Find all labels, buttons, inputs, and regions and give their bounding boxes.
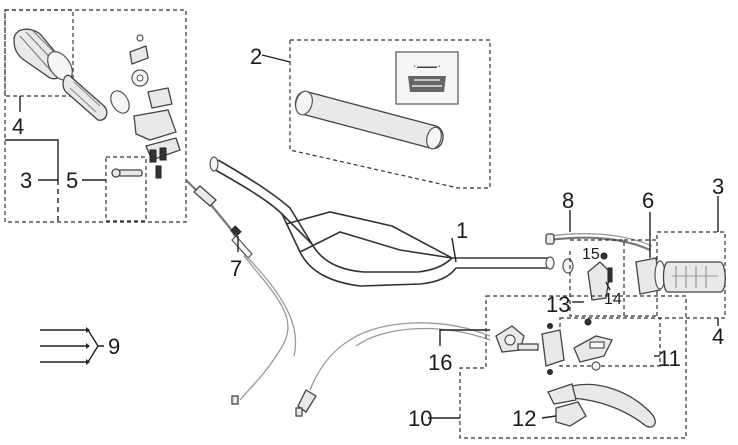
callout-4-left: 4 [12,114,24,139]
callout-7: 7 [230,256,242,281]
kill-switch-wiring [545,233,653,251]
callout-numbers: 1 2 3 3 4 4 5 6 7 8 9 10 11 12 13 14 15 … [12,44,724,431]
start-switch-assembly [569,239,625,317]
callout-3-left: 3 [20,168,32,193]
callout-13: 13 [546,292,570,317]
handlebar [209,156,574,287]
clutch-perch [495,318,592,375]
handlebar-pad [294,90,444,150]
svg-text:• ▬▬▬▬ •: • ▬▬▬▬ • [414,64,441,70]
callout-10: 10 [408,406,432,431]
throttle-assembly-box [4,9,187,223]
throttle-grip [13,28,73,81]
bolt-set [40,327,104,365]
clutch-lever-assembly [459,295,687,439]
callout-14: 14 [604,291,622,308]
callout-9: 9 [108,334,120,359]
callout-12: 12 [512,406,536,431]
callout-3-right: 3 [712,174,724,199]
switch-housing [635,257,666,295]
callout-6: 6 [642,188,654,213]
leader-lines [5,54,719,419]
handlebar-pad-assembly: • ▬▬▬▬ • [289,39,491,189]
callout-5: 5 [66,168,78,193]
callout-8: 8 [562,188,574,213]
throttle-tube [62,74,130,121]
callout-4-right: 4 [712,324,724,349]
right-grip-assembly [624,231,726,319]
throttle-housing-box [105,156,147,222]
handlebar-pad-box [289,39,491,189]
right-grip [662,261,726,293]
clutch-assembly-box [459,295,687,439]
lever-boot [555,401,587,427]
callout-15: 15 [582,246,600,263]
throttle-small-parts [129,34,181,179]
clutch-perch-box [559,317,661,367]
clutch-lever [547,383,656,428]
callout-16: 16 [428,350,452,375]
adjuster-screw [111,168,143,178]
throttle-cable [185,179,297,405]
throttle-assembly [4,9,187,223]
callout-2: 2 [250,44,262,69]
clutch-cable [295,322,491,417]
pad-label-sticker: • ▬▬▬▬ • [395,51,459,105]
clutch-adjuster [573,335,613,371]
callout-11: 11 [658,346,681,371]
callout-1: 1 [456,218,468,243]
